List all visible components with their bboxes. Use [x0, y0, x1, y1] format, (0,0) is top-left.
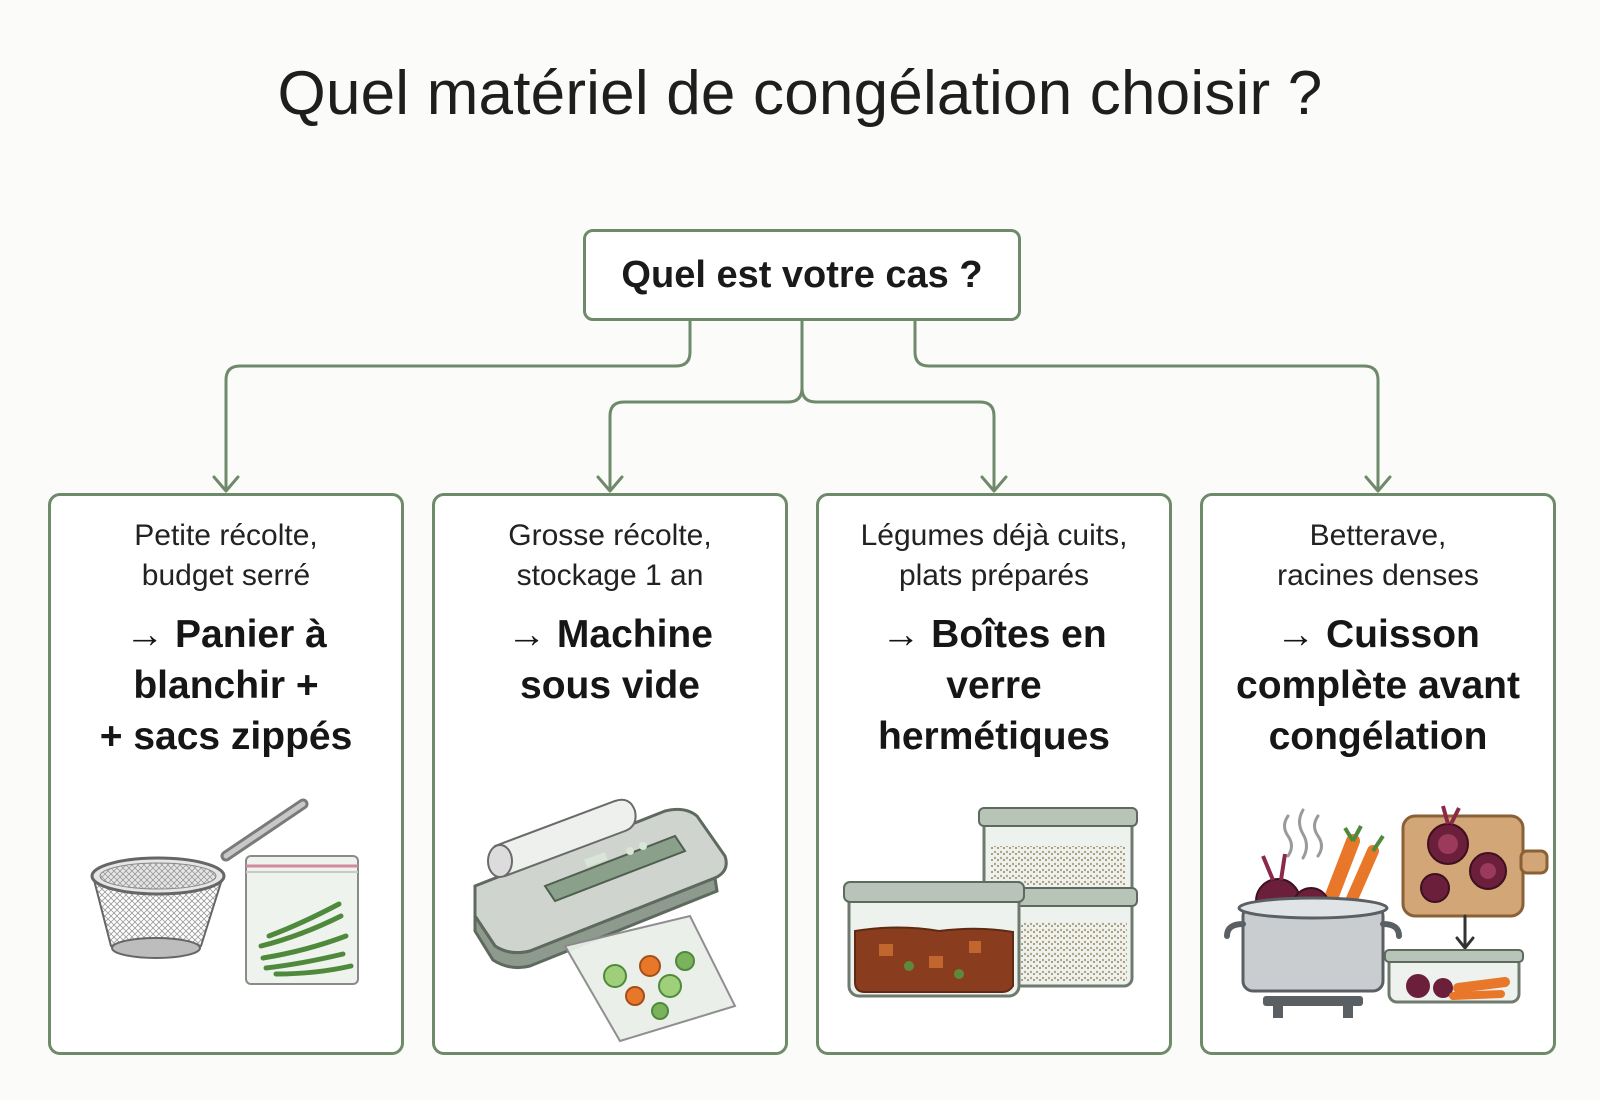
recommendation-line: congélation [1268, 715, 1488, 758]
cooking-pot-beets-icon [1224, 805, 1549, 1018]
case-recommendation: → Panier à blanchir + + sacs zippés [51, 609, 401, 762]
recommendation-line: → Cuisson [1276, 613, 1480, 656]
recommendation-line: complète avant [1236, 664, 1520, 707]
vacuum-sealer-icon [473, 798, 737, 1043]
recommendation-line: → Boîtes en [881, 613, 1107, 656]
condition-line: plats préparés [898, 559, 1090, 592]
arrowhead-case-1 [212, 475, 240, 493]
case-condition: Betterave, racines denses [1203, 516, 1553, 596]
arrowhead-case-4 [1364, 475, 1392, 493]
case-card-dense-roots: Betterave, racines denses → Cuisson comp… [1200, 493, 1556, 1055]
connector-case-1 [224, 319, 692, 491]
condition-line: racines denses [1277, 559, 1479, 592]
blanching-basket-and-zip-bag-icon [90, 798, 359, 985]
recommendation-line: → Machine [507, 613, 713, 656]
arrowhead-case-2 [596, 475, 624, 493]
recommendation-line: + sacs zippés [99, 715, 353, 758]
recommendation-line: verre [946, 664, 1042, 707]
case-recommendation: → Boîtes en verre hermétiques [819, 609, 1169, 762]
recommendation-line: → Panier à [125, 613, 327, 656]
case-card-large-harvest: Grosse récolte, stockage 1 an → Machine … [432, 493, 788, 1055]
case-condition: Grosse récolte, stockage 1 an [435, 516, 785, 596]
condition-line: Légumes déjà cuits, [860, 519, 1128, 552]
glass-containers-icon [843, 807, 1138, 998]
condition-line: Grosse récolte, [508, 519, 712, 552]
condition-line: stockage 1 an [516, 559, 704, 592]
recommendation-line: hermétiques [878, 715, 1110, 758]
connector-case-4 [913, 319, 1380, 491]
condition-line: Petite récolte, [134, 519, 318, 552]
connector-case-3 [800, 386, 996, 491]
condition-line: Betterave, [1309, 519, 1447, 552]
case-card-cooked-vegetables: Légumes déjà cuits, plats préparés → Boî… [816, 493, 1172, 1055]
root-question-box: Quel est votre cas ? [583, 229, 1021, 321]
case-condition: Légumes déjà cuits, plats préparés [819, 516, 1169, 596]
case-card-small-harvest: Petite récolte, budget serré → Panier à … [48, 493, 404, 1055]
case-recommendation: → Machine sous vide [435, 609, 785, 711]
recommendation-line: blanchir + [133, 664, 319, 707]
case-condition: Petite récolte, budget serré [51, 516, 401, 596]
recommendation-line: sous vide [520, 664, 700, 707]
case-recommendation: → Cuisson complète avant congélation [1203, 609, 1553, 762]
arrowhead-case-3 [980, 475, 1008, 493]
page-title: Quel matériel de congélation choisir ? [277, 59, 1323, 128]
condition-line: budget serré [141, 559, 311, 592]
connector-case-2 [608, 386, 804, 491]
